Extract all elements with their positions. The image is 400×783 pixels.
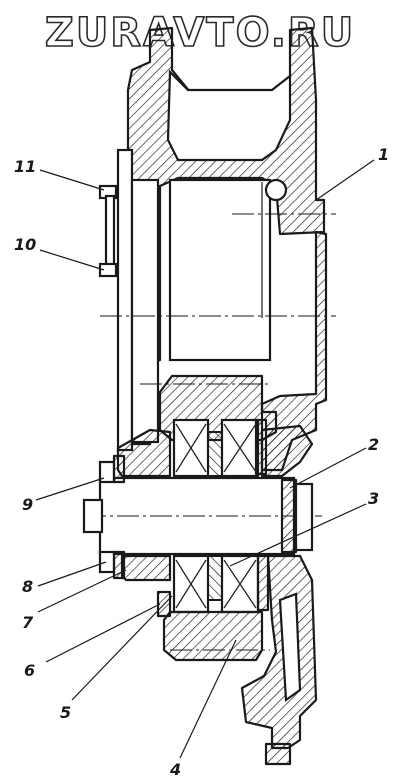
lower-housing-groove xyxy=(278,592,302,703)
label-7: 7 xyxy=(22,613,34,632)
label-11: 11 xyxy=(14,157,36,176)
housing-cavity xyxy=(166,69,292,162)
label-10: 10 xyxy=(14,235,36,254)
bearing-cross-1 xyxy=(175,423,207,473)
bearing-housing-lower xyxy=(120,554,172,582)
label-6: 6 xyxy=(24,661,35,680)
leader-lines xyxy=(35,159,375,759)
washer-9 xyxy=(112,454,126,484)
bearing-cross-3 xyxy=(175,559,207,609)
left-cover-plate xyxy=(116,148,134,452)
spacer-upper xyxy=(207,431,223,477)
label-2: 2 xyxy=(368,435,379,454)
retainer-lower xyxy=(256,554,270,612)
retainer-upper xyxy=(254,418,268,476)
lower-gear-4 xyxy=(162,610,264,662)
bearing-housing-right xyxy=(260,424,314,478)
drum-roller xyxy=(264,178,288,202)
central-drum xyxy=(168,178,272,362)
label-8: 8 xyxy=(22,577,33,596)
label-9: 9 xyxy=(22,495,33,514)
cover-inner-plate xyxy=(130,178,160,444)
label-4: 4 xyxy=(169,760,181,779)
shaft-end xyxy=(82,498,104,534)
nut-8 xyxy=(98,550,116,574)
nut-10 xyxy=(98,262,118,278)
spacer-lower xyxy=(207,555,223,601)
housing-foot xyxy=(264,742,292,766)
label-1: 1 xyxy=(378,145,389,164)
bolt-shank xyxy=(104,194,116,270)
bearing-cross-2 xyxy=(223,423,257,473)
label-3: 3 xyxy=(368,489,379,508)
label-5: 5 xyxy=(60,703,71,722)
end-cap-plate xyxy=(294,482,314,552)
bearing-cross-4 xyxy=(223,559,257,609)
